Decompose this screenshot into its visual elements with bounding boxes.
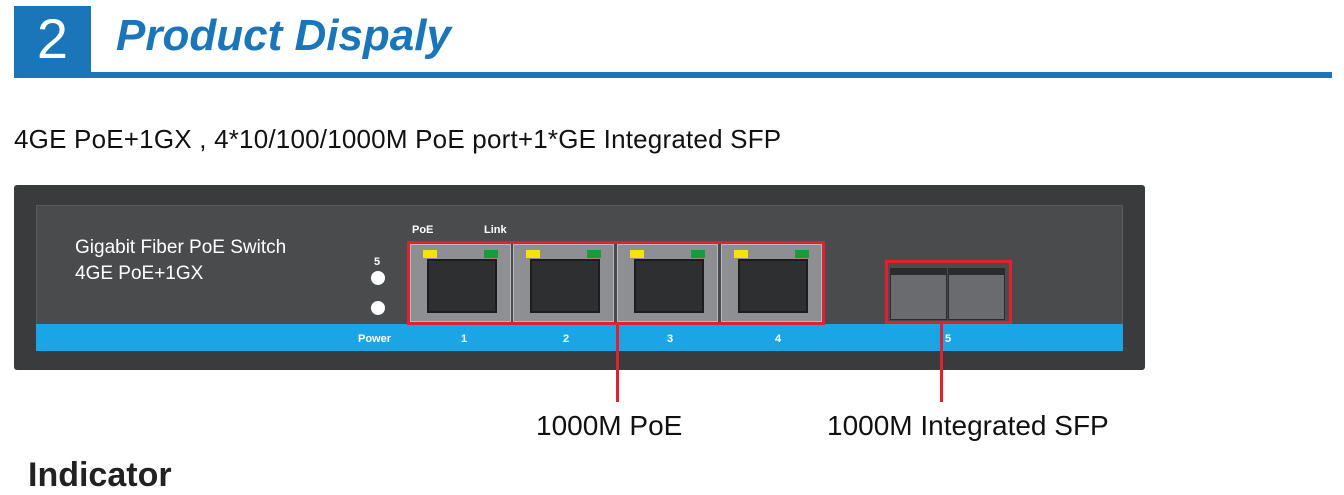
port-number-3: 3 — [667, 333, 674, 345]
poe-led — [734, 250, 748, 258]
section-number: 2 — [14, 6, 91, 72]
sfp-led-label: 5 — [374, 256, 381, 268]
sfp-port-highlight — [885, 260, 1012, 324]
rj45-port-2 — [513, 244, 614, 322]
port-number-4: 4 — [775, 333, 782, 345]
sfp-cage-right — [948, 268, 1005, 320]
sfp-status-led — [371, 271, 385, 285]
indicator-heading: Indicator — [28, 456, 172, 494]
section-rule — [14, 72, 1332, 78]
device-model: 4GE PoE+1GX — [75, 263, 204, 284]
link-led-label: Link — [484, 224, 507, 236]
rj45-socket — [738, 259, 808, 313]
rj45-port-3 — [617, 244, 718, 322]
power-label: Power — [358, 333, 392, 345]
poe-ports-highlight — [407, 241, 825, 325]
device-name: Gigabit Fiber PoE Switch — [75, 237, 287, 258]
port-label-strip — [36, 324, 1123, 351]
port-number-1: 1 — [461, 333, 468, 345]
port-number-5: 5 — [945, 333, 952, 345]
link-led — [484, 250, 498, 258]
poe-led — [630, 250, 644, 258]
link-led — [795, 250, 809, 258]
link-led — [691, 250, 705, 258]
sfp-cage-left — [890, 268, 947, 320]
poe-led-label: PoE — [412, 224, 434, 236]
sfp-callout-line — [940, 323, 943, 402]
rj45-socket — [530, 259, 600, 313]
rj45-port-4 — [721, 244, 822, 322]
section-title: Product Dispaly — [116, 11, 451, 60]
link-led — [587, 250, 601, 258]
product-description: 4GE PoE+1GX , 4*10/100/1000M PoE port+1*… — [14, 124, 782, 154]
poe-led — [526, 250, 540, 258]
power-led — [371, 301, 385, 315]
poe-callout-label: 1000M PoE — [536, 410, 683, 441]
poe-callout-line — [616, 324, 619, 402]
sfp-callout-label: 1000M Integrated SFP — [827, 410, 1109, 441]
rj45-socket — [634, 259, 704, 313]
poe-led — [423, 250, 437, 258]
rj45-socket — [427, 259, 497, 313]
rj45-port-1 — [410, 244, 511, 322]
port-number-2: 2 — [563, 333, 570, 345]
